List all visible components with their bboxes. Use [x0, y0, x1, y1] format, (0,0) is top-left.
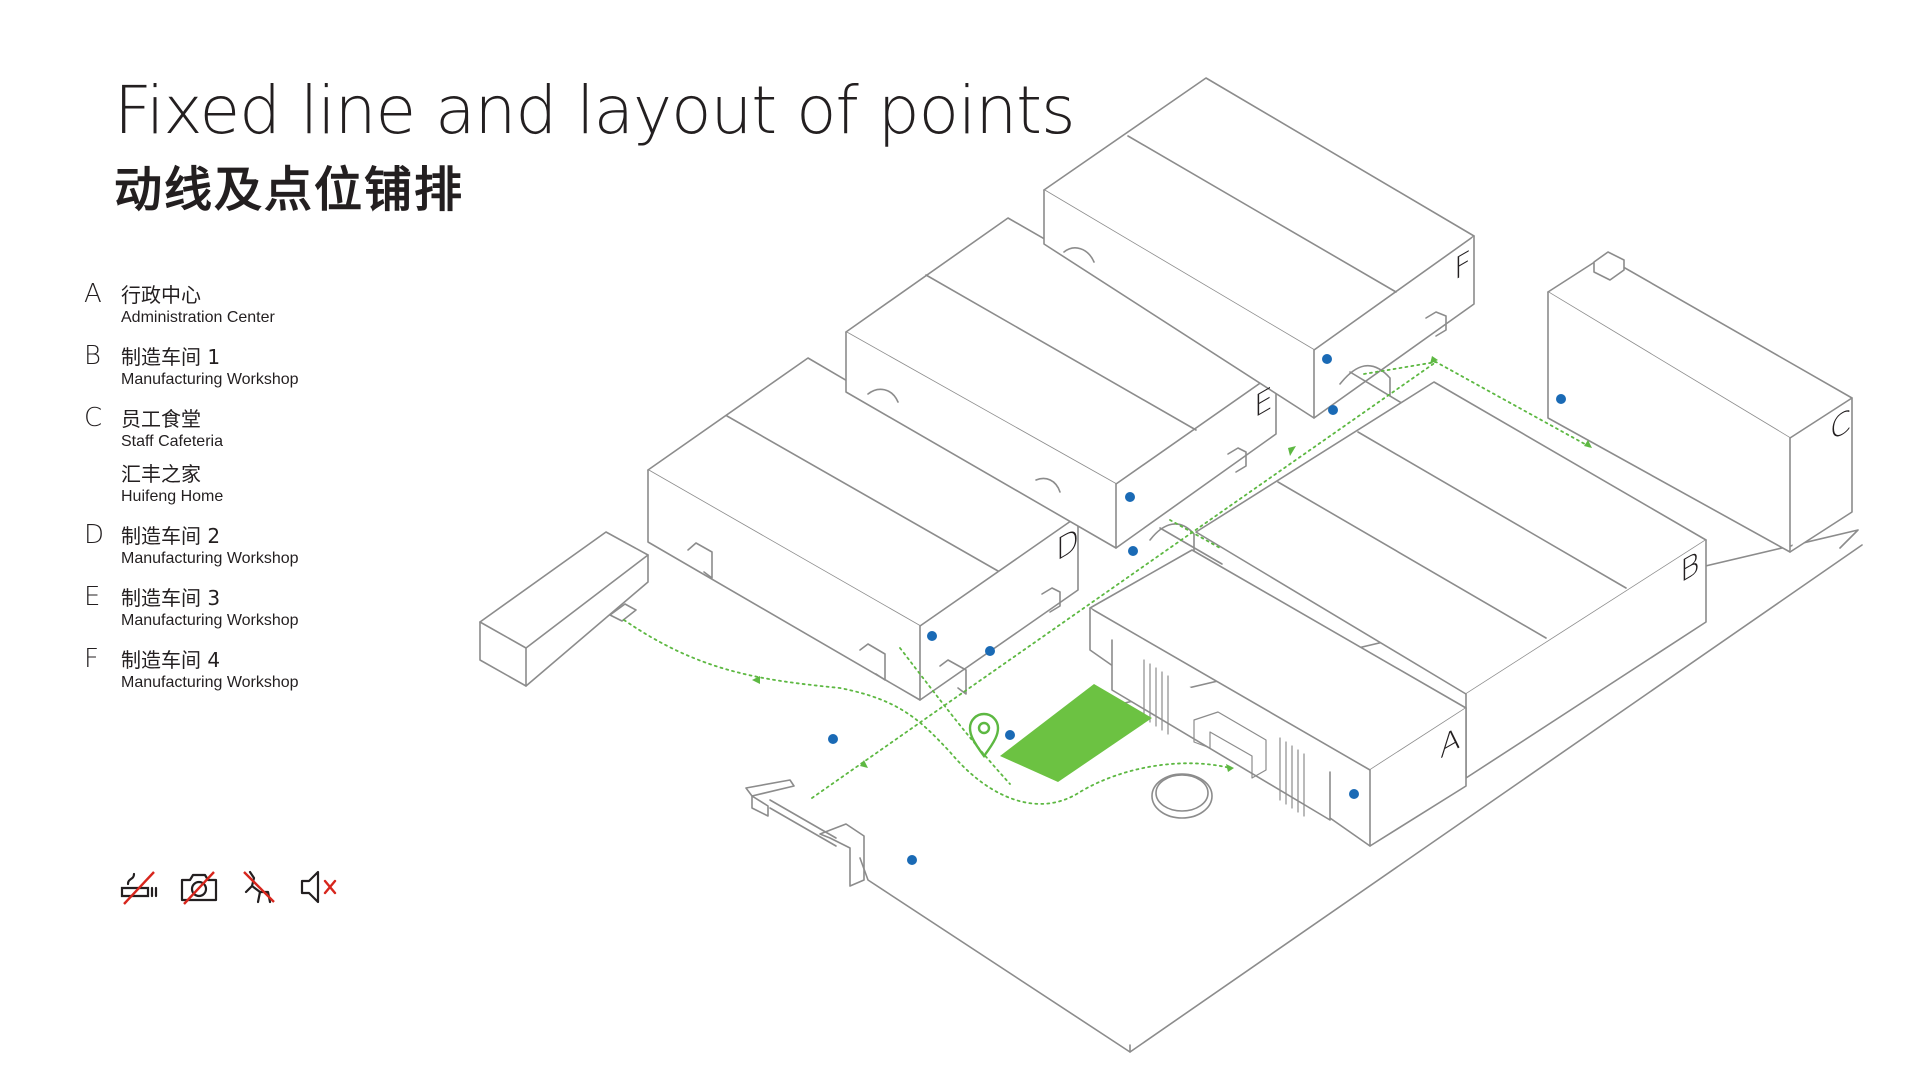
building-label-f: F: [1454, 243, 1471, 288]
connector-de: [1149, 523, 1223, 565]
path-cross: [899, 647, 1011, 785]
legend-item-b: B 制造车间 1 Manufacturing Workshop: [84, 341, 384, 390]
building-d: [647, 357, 1079, 701]
path-gate-to-f: [811, 361, 1437, 799]
path-de-connect: [1169, 519, 1221, 549]
point-marker: [1005, 730, 1015, 740]
legend-name-cn: 制造车间 2: [121, 524, 221, 548]
point-marker: [1349, 789, 1359, 799]
building-label-b: B: [1680, 544, 1700, 591]
legend: A 行政中心 Administration Center B 制造车间 1 Ma…: [84, 279, 384, 710]
legend-item-d: D 制造车间 2 Manufacturing Workshop: [84, 520, 384, 569]
legend-item-c: C 员工食堂 Staff Cafeteria 汇丰之家 Huifeng Home: [84, 403, 384, 507]
no-pets-icon: [243, 870, 275, 904]
legend-name-en: Manufacturing Workshop: [121, 371, 299, 388]
location-pin-icon: [968, 712, 1000, 759]
gatehouse-building: [479, 531, 649, 687]
legend-name-cn: 员工食堂: [121, 407, 201, 431]
legend-name-cn: 汇丰之家: [121, 462, 201, 486]
legend-name-en: Huifeng Home: [121, 488, 224, 505]
legend-letter: D: [84, 520, 105, 550]
path-gatehouse-loop: [623, 619, 1231, 805]
point-marker: [1322, 354, 1332, 364]
point-marker: [985, 646, 995, 656]
point-marker: [828, 734, 838, 744]
building-label-c: C: [1830, 402, 1851, 449]
legend-name-cn: 制造车间 4: [121, 648, 221, 672]
legend-name-cn: 制造车间 1: [121, 345, 221, 369]
no-photography-icon: [180, 871, 218, 905]
building-f: [1043, 77, 1475, 419]
legend-letter: B: [84, 341, 102, 371]
legend-name-en: Manufacturing Workshop: [121, 674, 299, 691]
building-label-a: A: [1440, 719, 1461, 766]
legend-name-en: Staff Cafeteria: [121, 433, 223, 450]
building-c: [1547, 251, 1853, 553]
page-title: Fixed line and layout of points: [114, 72, 1075, 149]
entrance-gate: [745, 779, 865, 887]
legend-letter: C: [84, 403, 103, 433]
point-marker: [1328, 405, 1338, 415]
point-marker: [907, 855, 917, 865]
building-label-e: E: [1254, 379, 1273, 425]
legend-name-cn: 行政中心: [121, 283, 201, 307]
page-subtitle: 动线及点位铺排: [114, 162, 465, 218]
no-smoking-icon: [120, 871, 158, 905]
legend-item-a: A 行政中心 Administration Center: [84, 279, 384, 328]
legend-item-f: F 制造车间 4 Manufacturing Workshop: [84, 644, 384, 693]
point-markers: [828, 354, 1566, 865]
legend-name-en: Administration Center: [121, 309, 275, 326]
legend-name-cn: 制造车间 3: [121, 586, 221, 610]
legend-letter: A: [84, 279, 102, 309]
building-a-details: [1143, 659, 1305, 817]
legend-item-e: E 制造车间 3 Manufacturing Workshop: [84, 582, 384, 631]
fountain: [1151, 773, 1213, 819]
connector-ef: [1339, 364, 1411, 409]
prohibition-icons: [118, 866, 340, 908]
courtyard-highlight: [1000, 684, 1152, 782]
title-block: Fixed line and layout of points 动线及点位铺排: [114, 72, 1075, 218]
legend-name-en: Manufacturing Workshop: [121, 550, 299, 567]
building-e: [845, 217, 1277, 549]
point-marker: [927, 631, 937, 641]
building-label-d: D: [1056, 520, 1079, 569]
building-b: [1195, 381, 1707, 779]
building-a: [1089, 549, 1467, 847]
legend-sub-item: 汇丰之家 Huifeng Home: [121, 462, 384, 507]
path-top: [1363, 361, 1593, 449]
mute-icon: [300, 870, 337, 904]
legend-name-en: Manufacturing Workshop: [121, 612, 299, 629]
point-marker: [1128, 546, 1138, 556]
point-marker: [1556, 394, 1566, 404]
point-marker: [1125, 492, 1135, 502]
legend-letter: E: [84, 582, 101, 612]
building-f-details: [1063, 247, 1447, 337]
legend-letter: F: [84, 644, 99, 674]
